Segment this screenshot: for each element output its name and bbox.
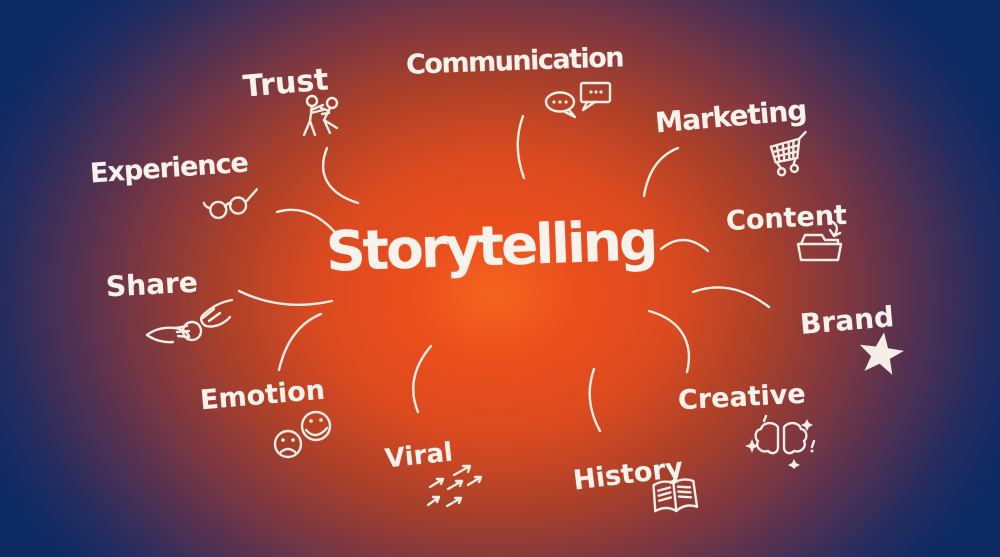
arrows-up-right-icon xyxy=(426,464,483,508)
connector-creative xyxy=(647,309,691,374)
connector-history xyxy=(588,367,602,433)
connector-share xyxy=(237,289,334,306)
folder-inbox-icon xyxy=(796,219,843,262)
center-title: Storytelling xyxy=(324,208,657,284)
star-icon xyxy=(859,332,904,375)
smiley-faces-icon xyxy=(273,410,332,459)
trust-fall-figures-icon xyxy=(302,94,339,137)
speech-bubbles-icon xyxy=(544,81,612,119)
connector-marketing xyxy=(642,146,680,198)
connector-experience xyxy=(275,208,342,240)
connector-brand xyxy=(691,286,771,309)
open-book-icon xyxy=(652,478,699,513)
connector-communication xyxy=(516,114,526,180)
shopping-cart-icon xyxy=(769,130,807,177)
connector-emotion xyxy=(277,312,323,372)
connector-content xyxy=(659,238,710,253)
sharing-hands-icon xyxy=(145,298,234,344)
eyeglasses-icon xyxy=(202,188,259,220)
connector-trust xyxy=(322,146,360,205)
connector-viral xyxy=(412,344,433,414)
brain-sparkles-icon xyxy=(745,414,816,469)
